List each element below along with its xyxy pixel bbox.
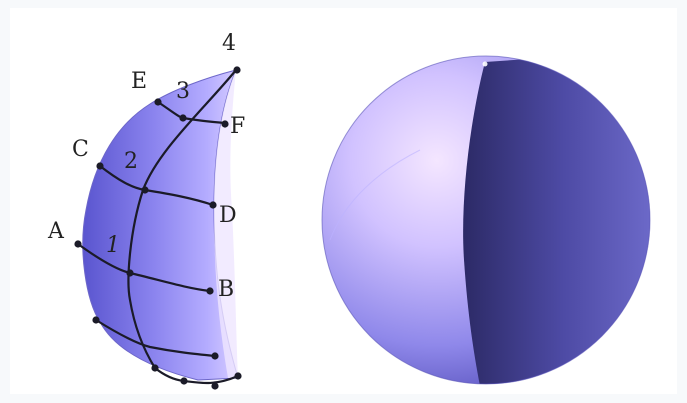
node-bottom-right [211, 352, 219, 360]
node-4 [233, 66, 241, 74]
patch-nodes [74, 66, 242, 390]
label-d: D [219, 203, 237, 228]
sphere-dark-hemisphere [463, 56, 650, 384]
label-b: B [218, 277, 234, 302]
label-2: 2 [124, 149, 138, 174]
node-1 [126, 269, 134, 277]
node-e [154, 98, 162, 106]
sphere [321, 55, 651, 385]
node-base-1 [151, 364, 159, 372]
label-a: A [47, 219, 65, 244]
label-f: F [230, 114, 245, 139]
surface-patch [82, 69, 239, 381]
node-2 [141, 186, 149, 194]
node-d [209, 201, 217, 209]
label-1: 1 [106, 233, 120, 258]
node-base-3 [211, 382, 219, 390]
sphere-pole-point [482, 61, 488, 67]
node-c [96, 162, 104, 170]
label-c: C [72, 137, 89, 162]
patch-labels: 4 E 3 F C 2 D A 1 B [47, 31, 245, 302]
node-f [221, 120, 229, 128]
node-base-4 [234, 372, 242, 380]
node-base-2 [180, 377, 188, 385]
label-3: 3 [176, 79, 190, 104]
parallel-line-bottom [95, 319, 216, 358]
node-a [74, 240, 82, 248]
label-4: 4 [222, 31, 236, 56]
node-b [206, 287, 214, 295]
label-e: E [131, 69, 147, 94]
node-bottom-left [92, 316, 100, 324]
node-3 [179, 114, 187, 122]
